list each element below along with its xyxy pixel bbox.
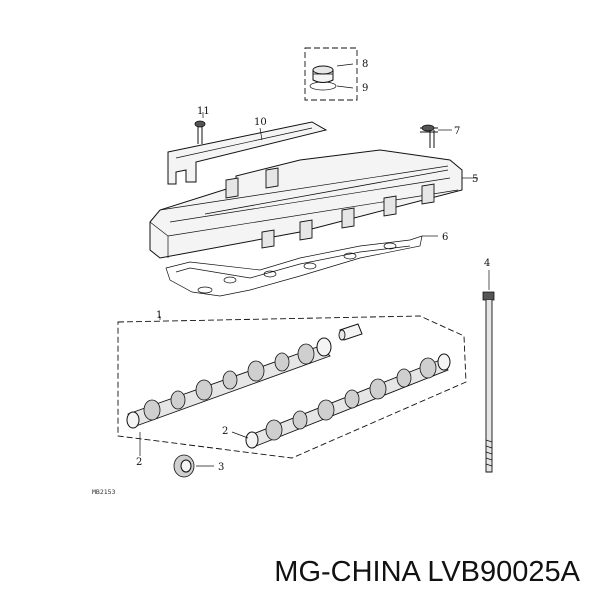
filler-cap-seal: [309, 81, 337, 91]
callout-6: 6: [442, 232, 448, 243]
cover-gasket-6: [165, 235, 438, 297]
callout-10: 10: [254, 117, 267, 128]
filler-cap-frame: [304, 47, 358, 101]
camshaft-group-1: [117, 315, 467, 459]
camshaft-exhaust: [245, 353, 451, 449]
camshaft-sleeve: [338, 323, 363, 341]
head-bolt-4: [482, 270, 495, 473]
bolt-11: [194, 112, 206, 144]
callout-3: 3: [218, 462, 224, 473]
callout-9: 9: [362, 83, 368, 94]
bolt-7: [420, 124, 452, 148]
callout-8: 8: [362, 59, 368, 70]
callout-2-intake: 2: [136, 457, 142, 468]
callout-1: 1: [156, 310, 162, 321]
camshaft-intake: [126, 337, 332, 429]
callout-2-exhaust: 2: [222, 426, 228, 437]
filler-cap-top: [312, 65, 334, 75]
callout-4: 4: [484, 258, 490, 269]
cam-cover-5: [149, 149, 478, 259]
callout-7: 7: [454, 126, 460, 137]
oil-filler-cap-group: [304, 47, 358, 101]
camshaft-oil-seal-3: [173, 454, 214, 478]
gasket-strip-10: [167, 121, 328, 185]
part-number-caption: MG-CHINA LVB90025A: [274, 556, 580, 588]
callout-11: 11: [197, 106, 210, 117]
drawing-reference-code: MB2153: [92, 488, 116, 496]
camshaft-group-frame: [117, 315, 467, 459]
callout-5: 5: [472, 174, 478, 185]
